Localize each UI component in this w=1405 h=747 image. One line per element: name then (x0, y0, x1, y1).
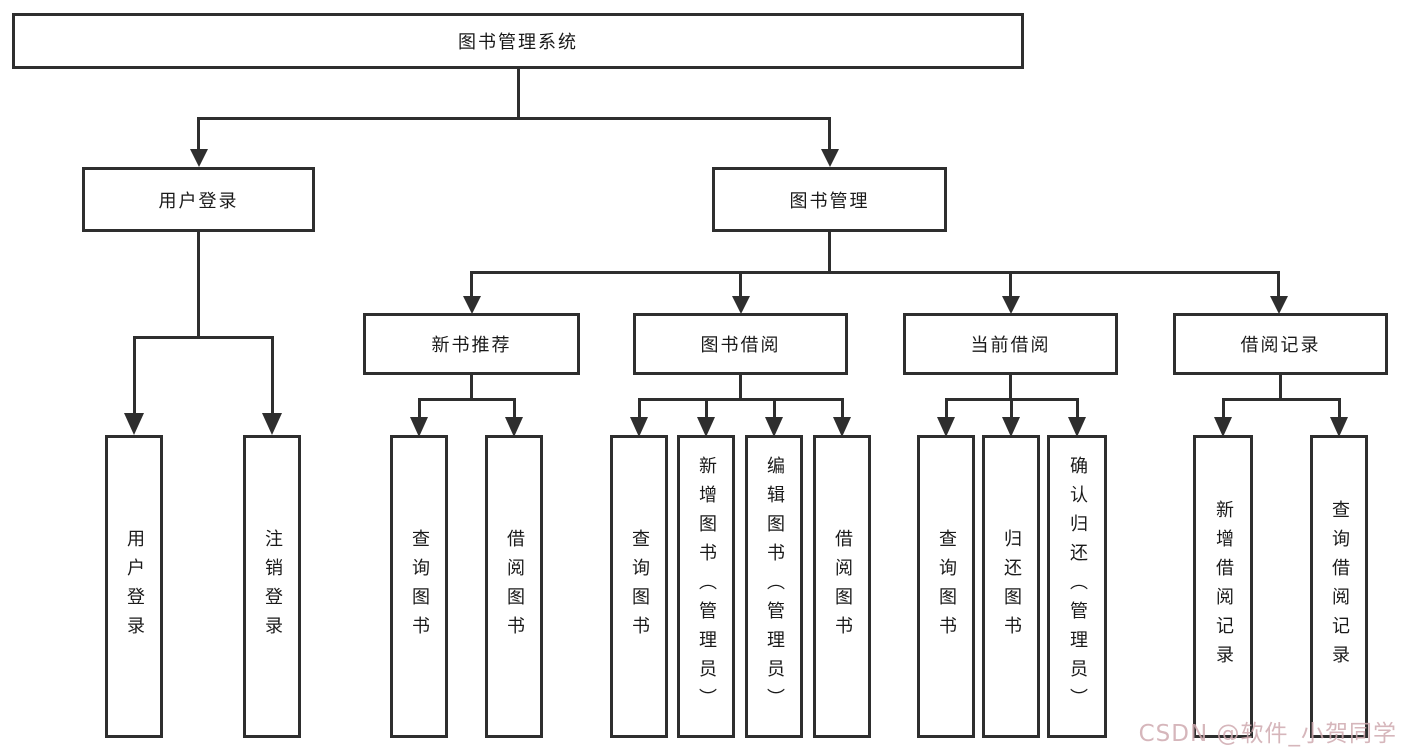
connector-arrow (262, 413, 282, 435)
connector-line (1009, 398, 1013, 419)
node-user-login: 用户登录 (82, 167, 315, 232)
leaf-current-query-book-label: 查询图书 (936, 528, 957, 645)
leaf-confirm-return-admin-label: 确认归还（管理员） (1067, 456, 1088, 717)
node-new-book-recommend: 新书推荐 (363, 313, 580, 375)
connector-line (197, 232, 200, 338)
leaf-edit-book-admin: 编辑图书（管理员） (745, 435, 803, 738)
connector-arrow (462, 296, 481, 314)
connector-line (1009, 271, 1012, 298)
connector-line (197, 117, 831, 120)
connector-arrow (124, 413, 144, 435)
leaf-recommend-query-book-label: 查询图书 (409, 528, 430, 645)
connector-line (704, 398, 708, 419)
leaf-borrow-query-book-label: 查询图书 (629, 528, 650, 645)
connector-line (840, 398, 844, 419)
connector-arrow (731, 296, 750, 314)
connector-line (828, 117, 831, 151)
connector-line (470, 271, 1280, 274)
connector-line (132, 336, 136, 415)
connector-line (739, 375, 742, 401)
leaf-borrow-query-book: 查询图书 (610, 435, 668, 738)
node-book-borrow: 图书借阅 (633, 313, 848, 375)
leaf-add-book-admin: 新增图书（管理员） (677, 435, 735, 738)
leaf-query-borrow-record: 查询借阅记录 (1310, 435, 1368, 738)
connector-line (944, 398, 948, 419)
leaf-current-query-book: 查询图书 (917, 435, 975, 738)
leaf-logout-login-label: 注销登录 (262, 528, 283, 645)
connector-line (270, 336, 274, 415)
connector-line (470, 375, 473, 401)
leaf-recommend-borrow-book-label: 借阅图书 (504, 528, 525, 645)
node-book-management: 图书管理 (712, 167, 947, 232)
connector-line (1337, 398, 1341, 419)
connector-line (1221, 398, 1341, 401)
leaf-return-book-label: 归还图书 (1001, 528, 1022, 645)
leaf-user-login-label: 用户登录 (124, 528, 145, 645)
connector-line (637, 398, 641, 419)
node-root: 图书管理系统 (12, 13, 1024, 69)
leaf-recommend-query-book: 查询图书 (390, 435, 448, 738)
connector-line (470, 271, 473, 298)
leaf-borrow-book: 借阅图书 (813, 435, 871, 738)
connector-line (197, 117, 200, 151)
connector-line (1221, 398, 1225, 419)
connector-line (1009, 375, 1012, 401)
leaf-return-book: 归还图书 (982, 435, 1040, 738)
connector-arrow (630, 417, 648, 437)
connector-arrow (1269, 296, 1288, 314)
connector-line (516, 69, 520, 117)
connector-line (132, 336, 274, 339)
connector-line (1278, 375, 1282, 401)
leaf-add-book-admin-label: 新增图书（管理员） (696, 456, 717, 717)
connector-line (1277, 271, 1280, 298)
connector-arrow (1330, 417, 1348, 437)
connector-arrow (820, 149, 839, 167)
leaf-user-login: 用户登录 (105, 435, 163, 738)
connector-line (828, 232, 831, 274)
leaf-confirm-return-admin: 确认归还（管理员） (1047, 435, 1107, 738)
connector-arrow (1001, 296, 1020, 314)
connector-arrow (1002, 417, 1020, 437)
leaf-logout-login: 注销登录 (243, 435, 301, 738)
node-current-borrow: 当前借阅 (903, 313, 1118, 375)
leaf-recommend-borrow-book: 借阅图书 (485, 435, 543, 738)
leaf-add-borrow-record-label: 新增借阅记录 (1213, 499, 1234, 674)
connector-arrow (833, 417, 851, 437)
leaf-add-borrow-record: 新增借阅记录 (1193, 435, 1253, 738)
connector-arrow (1068, 417, 1086, 437)
node-borrow-record: 借阅记录 (1173, 313, 1388, 375)
connector-line (739, 271, 742, 298)
connector-arrow (1214, 417, 1232, 437)
leaf-query-borrow-record-label: 查询借阅记录 (1329, 499, 1350, 674)
connector-line (637, 398, 844, 401)
connector-arrow (937, 417, 955, 437)
connector-arrow (765, 417, 783, 437)
leaf-borrow-book-label: 借阅图书 (832, 528, 853, 645)
connector-line (512, 398, 516, 419)
connector-line (1075, 398, 1079, 419)
connector-arrow (697, 417, 715, 437)
leaf-edit-book-admin-label: 编辑图书（管理员） (764, 456, 785, 717)
connector-arrow (505, 417, 523, 437)
connector-arrow (189, 149, 208, 167)
connector-line (417, 398, 516, 401)
connector-line (417, 398, 421, 419)
connector-arrow (410, 417, 428, 437)
connector-line (772, 398, 776, 419)
